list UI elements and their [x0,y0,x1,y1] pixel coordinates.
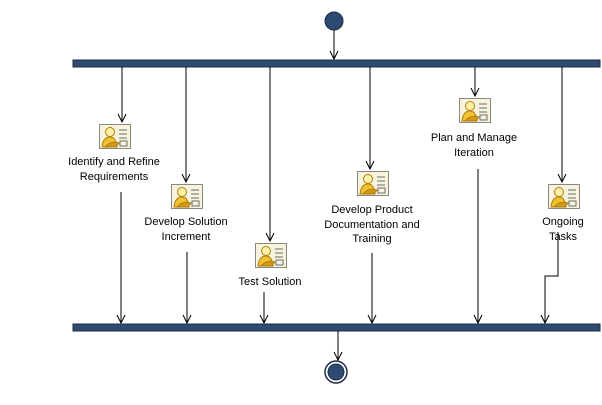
task-descriptor-icon [99,124,131,149]
initial-node [324,11,344,31]
activity-label-ongoing-tasks[interactable]: Ongoing Tasks [542,216,584,243]
task-descriptor-icon [459,98,491,123]
task-descriptor-icon [548,184,580,209]
activity-label-plan-manage-iteration[interactable]: Plan and Manage Iteration [430,132,518,159]
activity-label-identify-refine-requirements[interactable]: Identify and Refine Requirements [68,156,160,183]
activity-label-test-solution[interactable]: Test Solution [238,276,302,288]
task-descriptor-icon [357,171,389,196]
flow-from-ongoing-tasks [545,232,559,323]
fork-bar [72,59,601,68]
activity-label-develop-product-documentation[interactable]: Develop Product Documentation and Traini… [324,204,420,245]
activity-final-node [324,360,348,384]
activity-label-develop-solution-increment[interactable]: Develop Solution Increment [144,216,228,243]
join-bar [72,323,601,332]
task-descriptor-icon [171,184,203,209]
task-descriptor-icon [255,243,287,268]
